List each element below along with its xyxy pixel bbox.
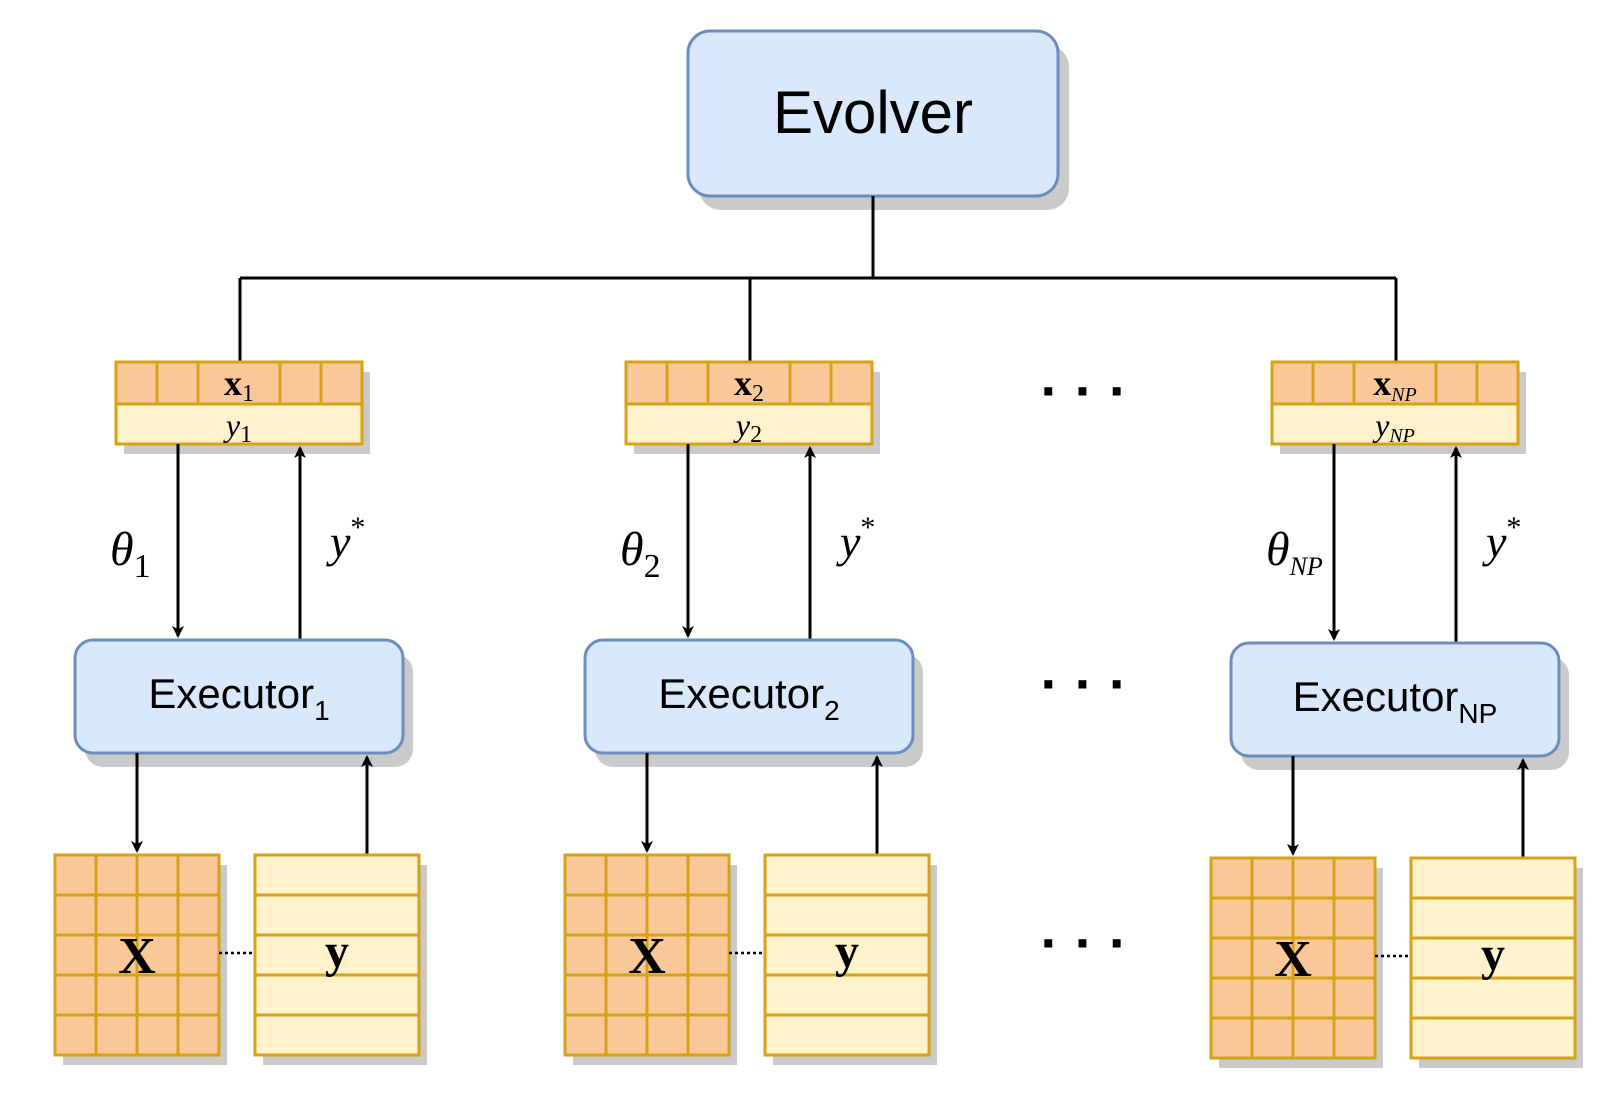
fitness-label: yNP <box>1372 407 1415 447</box>
executor-node: Executor2 <box>583 638 923 767</box>
executor-label: Executor1 <box>148 670 329 726</box>
feature-matrix-label: X <box>628 928 666 985</box>
solution-vector-label: x1 <box>224 363 254 407</box>
ellipsis-middle: · · · <box>1040 652 1127 715</box>
ellipsis-top: · · · <box>1040 359 1127 422</box>
parameter-label: θ2 <box>620 523 661 585</box>
fitness-label: y1 <box>223 407 252 448</box>
target-vector-label: y <box>325 925 349 978</box>
feature-matrix-label: X <box>118 928 156 985</box>
target-vector-label: y <box>1481 928 1505 981</box>
parameter-label: θ1 <box>110 523 151 585</box>
optimal-value-label: y* <box>326 511 365 567</box>
target-vector: y <box>253 853 427 1065</box>
target-vector: y <box>763 853 937 1065</box>
executor-node: Executor1 <box>73 638 413 767</box>
tree-connectors <box>238 196 1398 362</box>
feature-matrix: X <box>1209 856 1383 1068</box>
evolver-node: Evolver <box>686 29 1069 210</box>
solution-vector-label: xNP <box>1373 363 1417 406</box>
executor-label: ExecutorNP <box>1293 673 1498 729</box>
optimal-value-label: y* <box>1482 511 1521 567</box>
fitness-label: y2 <box>733 407 762 448</box>
feature-matrix: X <box>563 853 737 1065</box>
target-vector: y <box>1409 856 1583 1068</box>
ellipsis-bottom: · · · <box>1040 911 1127 974</box>
target-vector-label: y <box>835 925 859 978</box>
evolver-label: Evolver <box>773 79 973 146</box>
parameter-label: θNP <box>1266 523 1323 581</box>
optimal-value-label: y* <box>836 511 875 567</box>
feature-matrix-label: X <box>1274 931 1312 988</box>
executor-label: Executor2 <box>658 670 839 726</box>
solution-vector-label: x2 <box>734 363 764 407</box>
executor-node: ExecutorNP <box>1229 641 1569 770</box>
feature-matrix: X <box>53 853 227 1065</box>
